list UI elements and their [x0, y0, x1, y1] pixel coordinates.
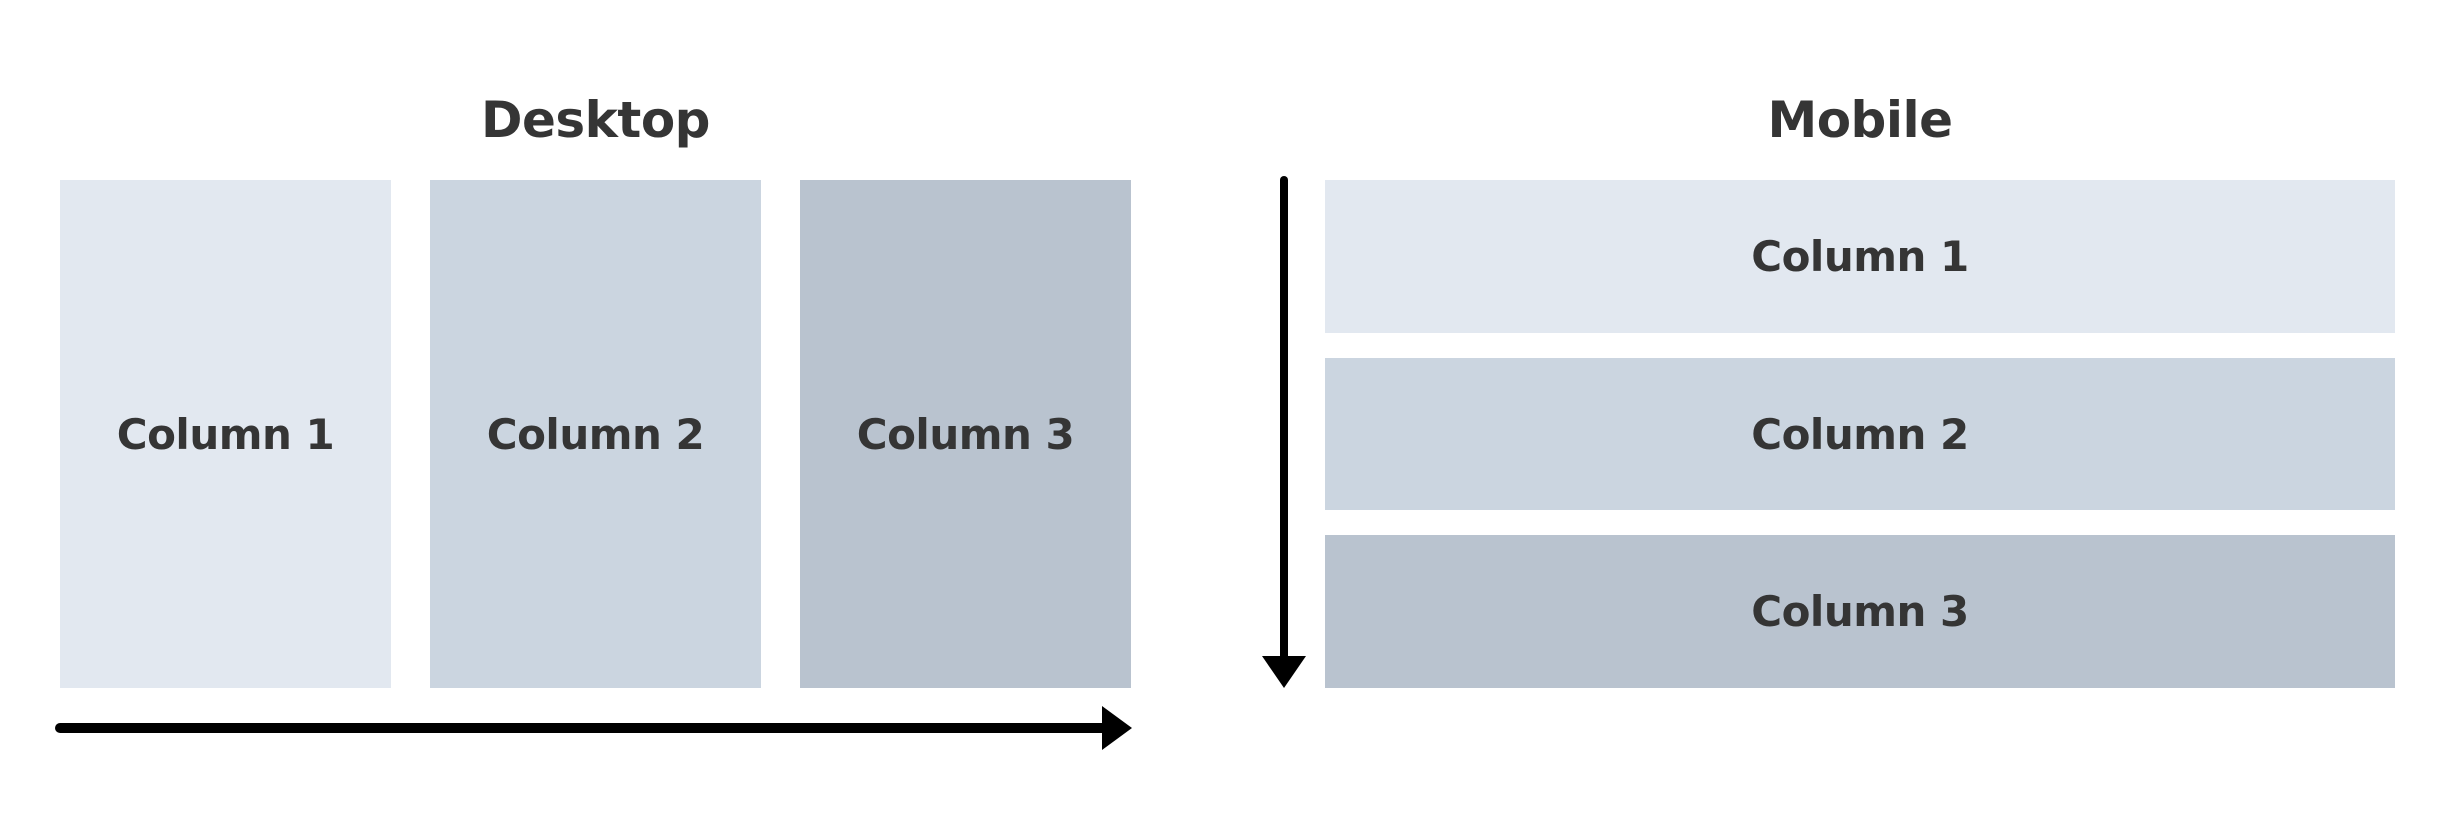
desktop-column-1: Column 1 — [60, 180, 391, 688]
mobile-title: Mobile — [1767, 91, 1953, 149]
mobile-row-1: Column 1 — [1325, 180, 2395, 333]
desktop-column-3: Column 3 — [800, 180, 1131, 688]
desktop-column-2: Column 2 — [430, 180, 761, 688]
arrow-right-icon — [55, 706, 1132, 750]
mobile-row-3: Column 3 — [1325, 535, 2395, 688]
desktop-title: Desktop — [481, 91, 710, 149]
arrow-down-icon — [1262, 176, 1306, 688]
mobile-row-2: Column 2 — [1325, 358, 2395, 510]
